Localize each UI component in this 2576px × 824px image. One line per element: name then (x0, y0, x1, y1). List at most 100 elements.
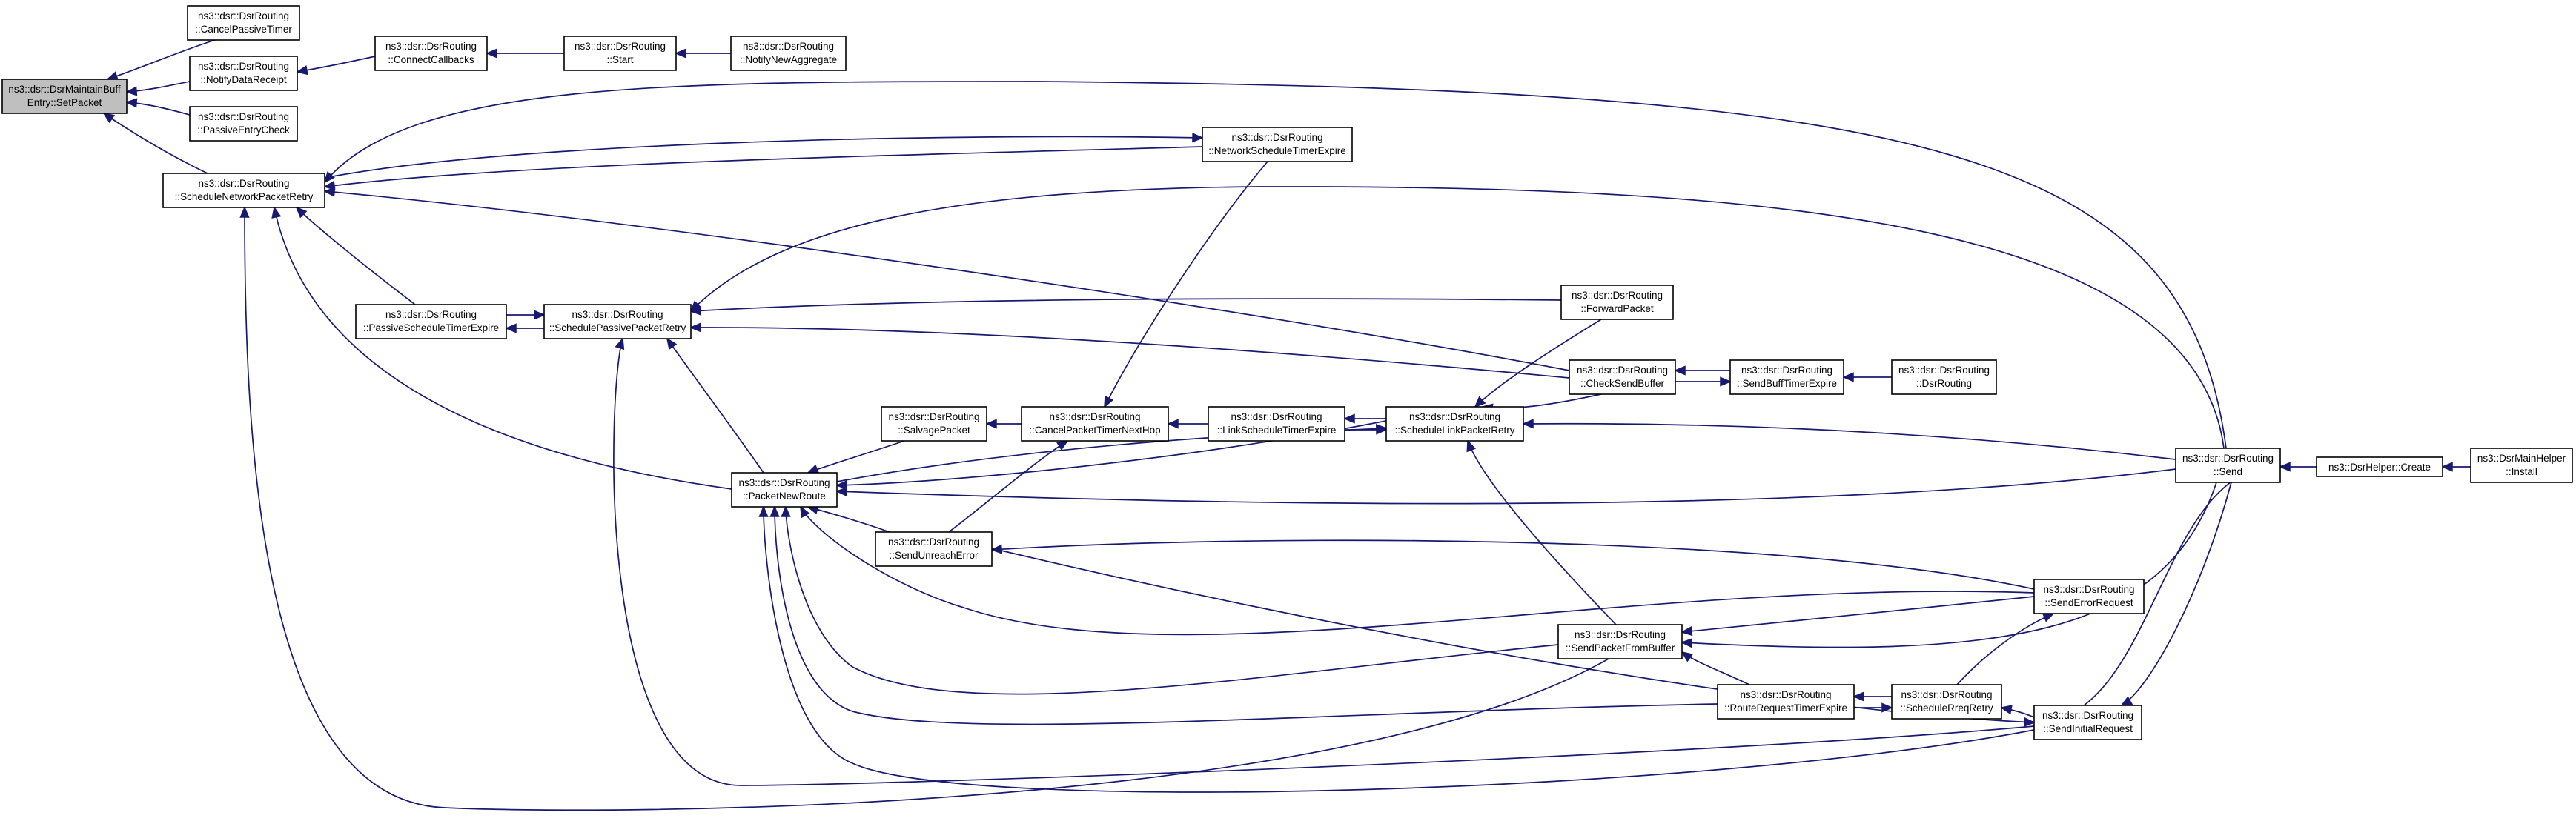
node-label-line2: ::RouteRequestTimerExpire (1724, 702, 1847, 714)
arrowhead-icon (1522, 419, 1534, 429)
edge-dsrrouting-to-sendbufftimerexpire (1842, 372, 1893, 382)
arrowhead-icon (835, 479, 847, 491)
arrowhead-icon (534, 310, 546, 320)
node-label-line2: ::CancelPacketTimerNextHop (1029, 425, 1160, 436)
node-label-line1: ns3::dsr::DsrRouting (2042, 710, 2133, 721)
node-setpacket[interactable]: ns3::dsr::DsrMaintainBuffEntry::SetPacke… (1, 79, 128, 114)
edge-line (807, 506, 890, 533)
node-label-line2: ::LinkScheduleTimerExpire (1217, 425, 1337, 436)
node-forwardpacket[interactable]: ns3::dsr::DsrRouting::ForwardPacket (1560, 285, 1674, 320)
node-label-line1: ns3::dsr::DsrRouting (198, 111, 289, 122)
node-dsrrouting[interactable]: ns3::dsr::DsrRouting::DsrRouting (1891, 359, 1997, 395)
arrowhead-icon (1167, 419, 1179, 429)
arrowhead-icon (1104, 395, 1114, 408)
arrowhead-icon (1681, 651, 1694, 662)
edge-passivescheduletimerexpire-to-schedulenetworkpacketretry (295, 206, 416, 305)
node-label-line2: ::Install (2506, 466, 2537, 477)
node-label-line1: ns3::dsr::DsrRouting (1901, 689, 1992, 700)
node-schedulenetworkpacketretry[interactable]: ns3::dsr::DsrRouting::ScheduleNetworkPac… (162, 173, 325, 208)
edge-install-to-create (2441, 462, 2471, 472)
edge-line (1467, 440, 1617, 625)
node-install[interactable]: ns3::DsrMainHelper::Install (2470, 448, 2573, 483)
node-sendpacketfrombuffer[interactable]: ns3::dsr::DsrRouting::SendPacketFromBuff… (1557, 624, 1683, 659)
arrowhead-icon (615, 337, 625, 350)
node-routerequesttimerexpire[interactable]: ns3::dsr::DsrRouting::RouteRequestTimerE… (1717, 684, 1855, 720)
edge-line (244, 207, 1609, 811)
arrowhead-icon (781, 505, 791, 517)
edge-line (763, 506, 2035, 793)
node-packetnewroute[interactable]: ns3::dsr::DsrRouting::PacketNewRoute (731, 472, 838, 508)
edge-passiveentrycheck-to-setpacket (125, 98, 191, 116)
node-box (881, 406, 987, 442)
edge-line (800, 506, 2035, 636)
node-label-line1: ns3::dsr::DsrRouting (385, 309, 477, 320)
node-label-line1: ns3::dsr::DsrRouting (888, 536, 979, 548)
arrowhead-icon (1474, 396, 1486, 408)
node-sendunreacherror[interactable]: ns3::dsr::DsrRouting::SendUnreachError (875, 531, 993, 567)
node-label-line2: ::PassiveScheduleTimerExpire (363, 322, 499, 333)
node-label-line1: ns3::dsr::DsrRouting (1231, 132, 1322, 143)
node-passiveentrycheck[interactable]: ns3::dsr::DsrRouting::PassiveEntryCheck (189, 106, 298, 142)
node-label-line2: ::SendErrorRequest (2044, 597, 2133, 608)
node-linkscheduletimerexpire[interactable]: ns3::dsr::DsrRouting::LinkScheduleTimerE… (1208, 406, 1345, 442)
node-schedulepassivepacketretry[interactable]: ns3::dsr::DsrRouting::SchedulePassivePac… (543, 304, 692, 339)
edge-line (296, 207, 416, 305)
arrowhead-icon (323, 187, 336, 197)
node-notifynewaggregate[interactable]: ns3::dsr::DsrRouting::NotifyNewAggregate (730, 36, 847, 71)
edge-line (836, 468, 2176, 505)
node-schedulelinkpacketretry[interactable]: ns3::dsr::DsrRouting::ScheduleLinkPacket… (1385, 406, 1524, 442)
edge-line (1474, 319, 1602, 408)
node-box (2033, 579, 2145, 614)
edge-checksendbuffer-to-schedulenetworkpacketretry (323, 187, 1570, 371)
node-label-line1: ns3::dsr::DsrRouting (888, 411, 979, 422)
node-label-line1: ns3::dsr::DsrRouting (2043, 584, 2134, 595)
node-send[interactable]: ns3::dsr::DsrRouting::Send (2175, 448, 2281, 483)
edge-line (324, 190, 1570, 371)
node-checksendbuffer[interactable]: ns3::dsr::DsrRouting::CheckSendBuffer (1569, 359, 1676, 395)
node-schedulerreqretry[interactable]: ns3::dsr::DsrRouting::ScheduleRreqRetry (1891, 684, 2002, 720)
edge-line (1482, 393, 1602, 409)
node-box (1202, 127, 1353, 162)
node-box (162, 173, 325, 208)
node-label-line1: ns3::dsr::DsrRouting (738, 477, 830, 488)
edge-line (2121, 482, 2232, 706)
edge-sendinitialrequest-to-schedulerreqretry (2000, 705, 2035, 718)
arrowhead-icon (675, 48, 686, 59)
node-cancelpassivetimer[interactable]: ns3::dsr::DsrRouting::CancelPassiveTimer (187, 5, 300, 41)
node-senderrorrequest[interactable]: ns3::dsr::DsrRouting::SendErrorRequest (2033, 579, 2145, 614)
arrowhead-icon (1681, 626, 1693, 637)
edge-notifydatareceipt-to-setpacket (125, 81, 191, 96)
node-label-line1: ns3::dsr::DsrRouting (743, 41, 834, 52)
arrowhead-icon (1466, 439, 1476, 453)
node-label-line1: ns3::dsr::DsrRouting (1575, 629, 1666, 640)
arrowhead-icon (1881, 702, 1893, 713)
arrowhead-icon (1852, 691, 1864, 702)
edge-line (324, 136, 1203, 179)
node-passivescheduletimerexpire[interactable]: ns3::dsr::DsrRouting::PassiveScheduleTim… (355, 304, 507, 339)
edge-line (297, 56, 376, 73)
arrowhead-icon (1056, 439, 1069, 451)
node-label-line1: ns3::dsr::DsrRouting (1231, 411, 1322, 422)
edge-schedulenetworkpacketretry-to-networkscheduletimerexpire (324, 133, 1204, 179)
node-notifydatareceipt[interactable]: ns3::dsr::DsrRouting::NotifyDataReceipt (189, 56, 298, 91)
node-box (1891, 359, 1997, 395)
node-sendbufftimerexpire[interactable]: ns3::dsr::DsrRouting::SendBuffTimerExpir… (1729, 359, 1844, 395)
node-connectcallbacks[interactable]: ns3::dsr::DsrRouting::ConnectCallbacks (374, 36, 488, 71)
node-label-line1: ns3::dsr::DsrRouting (572, 309, 663, 320)
edge-sendinitialrequest-to-schedulepassivepacketretry (613, 337, 2035, 786)
node-salvagepacket[interactable]: ns3::dsr::DsrRouting::SalvagePacket (881, 406, 987, 442)
node-networkscheduletimerexpire[interactable]: ns3::dsr::DsrRouting::NetworkScheduleTim… (1202, 127, 1353, 162)
node-cancelpackettimernexthop[interactable]: ns3::dsr::DsrRouting::CancelPacketTimerN… (1021, 406, 1169, 442)
node-box (1, 79, 128, 114)
arrowhead-icon (666, 337, 678, 350)
node-sendinitialrequest[interactable]: ns3::dsr::DsrRouting::SendInitialRequest (2033, 705, 2142, 740)
arrowhead-icon (2441, 462, 2453, 472)
node-box (731, 472, 838, 508)
node-create[interactable]: ns3::DsrHelper::Create (2316, 456, 2443, 477)
arrowhead-icon (1842, 372, 1854, 382)
node-start[interactable]: ns3::dsr::DsrRouting::Start (563, 36, 677, 71)
node-box (730, 36, 847, 71)
edge-forwardpacket-to-schedulepassivepacketretry (689, 298, 1562, 316)
edge-create-to-send (2279, 462, 2317, 472)
